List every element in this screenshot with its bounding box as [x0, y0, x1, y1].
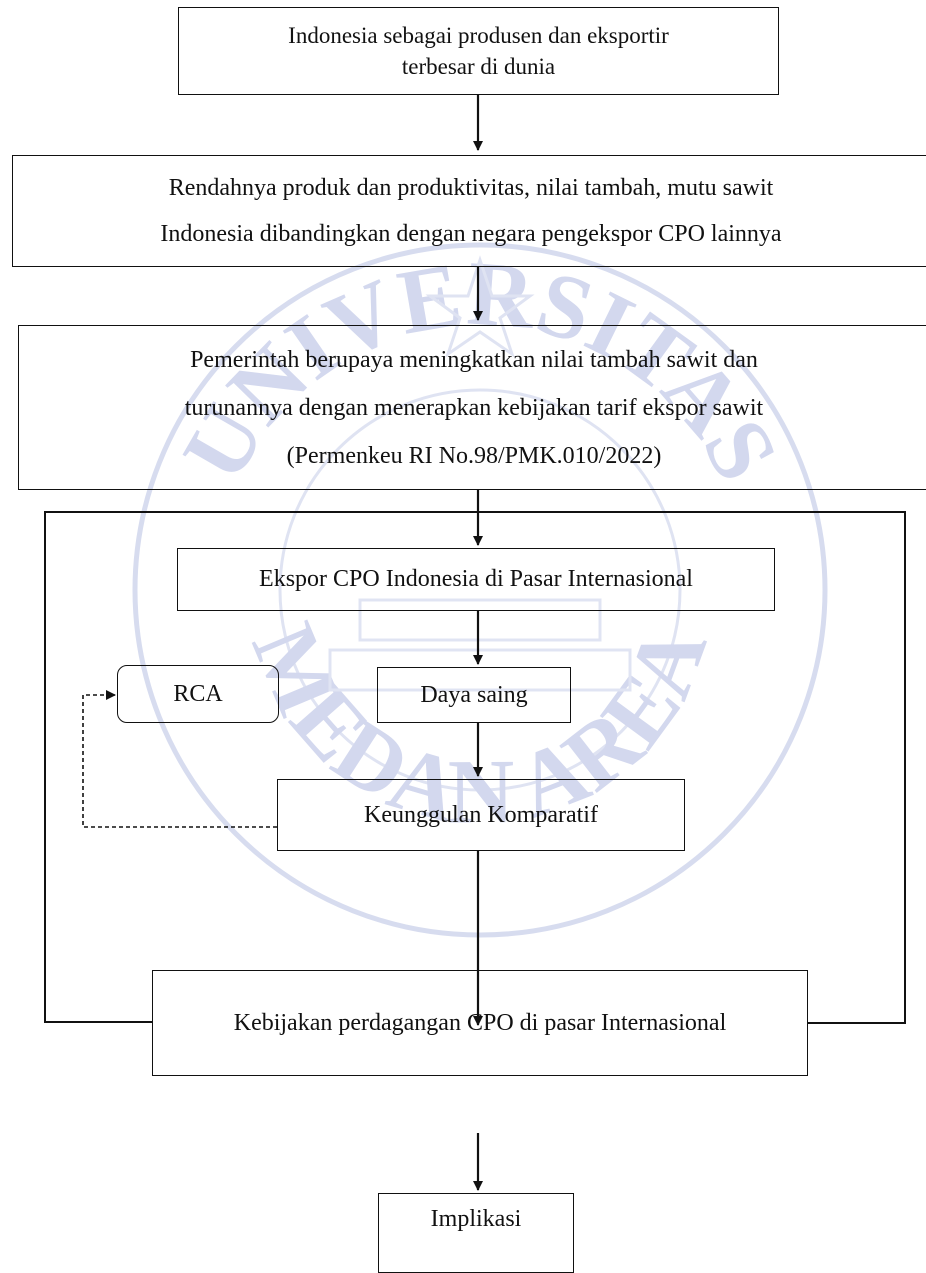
box-text: Keunggulan Komparatif — [364, 801, 598, 828]
box-text: Ekspor CPO Indonesia di Pasar Internasio… — [259, 566, 693, 592]
box-text-line: Indonesia sebagai produsen dan eksportir — [288, 23, 669, 48]
box-daya-saing: Daya saing — [377, 667, 571, 723]
box-text: Daya saing — [420, 681, 528, 708]
box-text: Implikasi — [430, 1206, 522, 1232]
box-text: Kebijakan perdagangan CPO di pasar Inter… — [233, 1009, 727, 1036]
box-text-line: terbesar di dunia — [401, 54, 556, 79]
box-implikasi: Implikasi — [378, 1193, 574, 1273]
box-text-line: Rendahnya produk dan produktivitas, nila… — [168, 175, 774, 201]
box-keunggulan-komparatif: Keunggulan Komparatif — [277, 779, 685, 851]
box-indonesia-produsen: Indonesia sebagai produsen dan eksportir… — [178, 7, 779, 95]
box-pemerintah-berupaya: Pemerintah berupaya meningkatkan nilai t… — [18, 325, 926, 490]
box-rca: RCA — [117, 665, 279, 723]
box-text-line: Pemerintah berupaya meningkatkan nilai t… — [190, 346, 758, 373]
box-text: RCA — [173, 680, 223, 707]
box-ekspor-cpo: Ekspor CPO Indonesia di Pasar Internasio… — [177, 548, 775, 611]
box-text-line: Indonesia dibandingkan dengan negara pen… — [160, 221, 782, 247]
box-rendahnya-produk: Rendahnya produk dan produktivitas, nila… — [12, 155, 926, 267]
box-kebijakan-perdagangan: Kebijakan perdagangan CPO di pasar Inter… — [152, 970, 808, 1076]
box-text-line: (Permenkeu RI No.98/PMK.010/2022) — [286, 442, 662, 469]
box-text-line: turunannya dengan menerapkan kebijakan t… — [184, 394, 764, 421]
